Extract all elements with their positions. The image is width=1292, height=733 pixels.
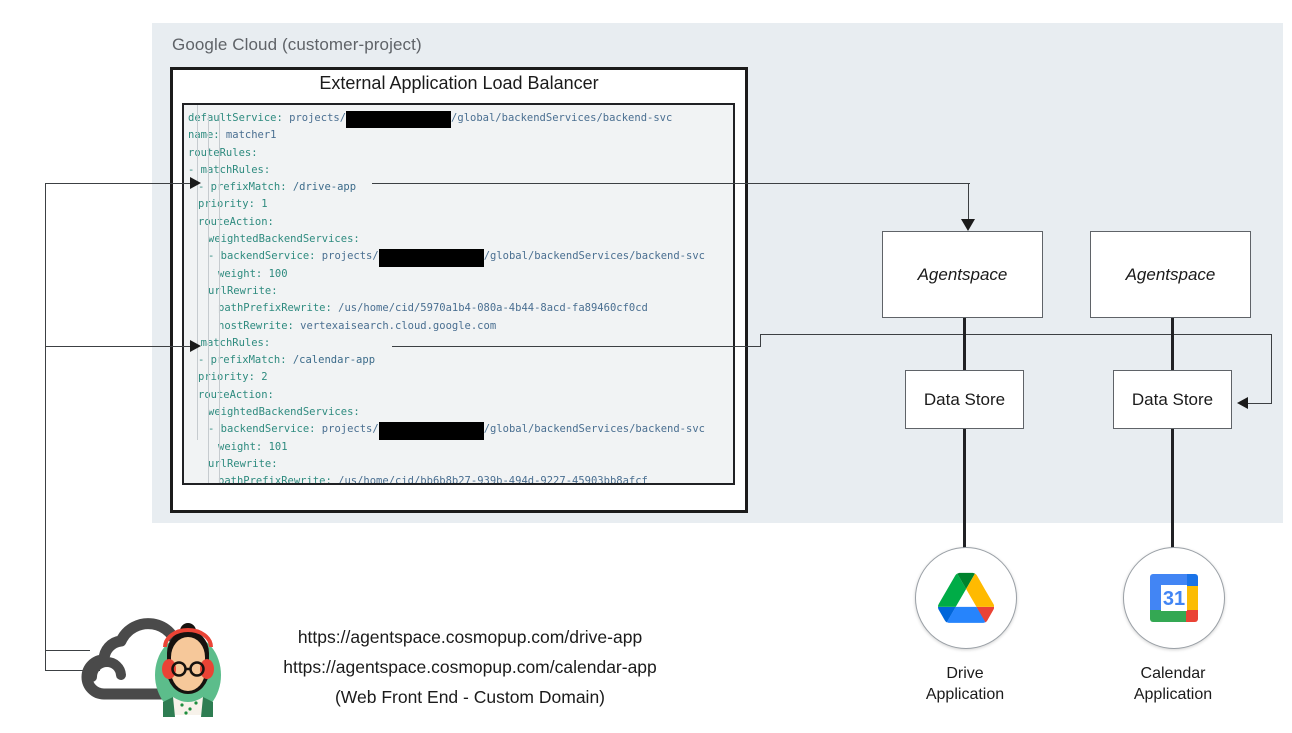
agentspace-calendar-label: Agentspace: [1125, 264, 1216, 284]
frontend-note: (Web Front End - Custom Domain): [334, 687, 606, 707]
google-drive-icon: [938, 572, 994, 623]
datastore-calendar-label: Data Store: [1131, 389, 1214, 409]
connector-calendar-horizontal-in: [45, 346, 194, 348]
yaml-line: priority: 1: [198, 198, 268, 211]
arrowhead-into-agentspace-drive: [961, 219, 975, 231]
datastore-drive-box[interactable]: Data Store: [905, 370, 1024, 429]
calendar-day-number: 31: [1163, 588, 1185, 610]
agentspace-drive-label: Agentspace: [917, 264, 1008, 284]
yaml-line: urlRewrite:: [208, 457, 278, 470]
yaml-line: name: matcher1: [188, 129, 277, 142]
yaml-indent-guide: [208, 357, 209, 483]
connector-drive-to-agentspace-vertical: [968, 183, 970, 223]
arrowhead-into-drive-prefixmatch: [190, 177, 201, 189]
web-front-end-cloud-user: [72, 617, 262, 717]
redacted-project-id: [378, 249, 484, 267]
yaml-lines: defaultService: projects/ /global/backen…: [188, 110, 705, 485]
frontend-url-block: https://agentspace.cosmopup.com/drive-ap…: [255, 622, 685, 712]
connector-datastore-drive-to-app: [963, 429, 967, 549]
drive-application-circle[interactable]: [915, 547, 1017, 649]
yaml-line: pathPrefixRewrite: /us/home/cid/bb6b8b27…: [218, 475, 648, 485]
yaml-indent-guide: [219, 357, 220, 483]
yaml-line: - matchRules:: [188, 336, 271, 349]
redacted-project-id: [346, 111, 452, 129]
drive-application-caption: Drive Application: [875, 663, 1055, 705]
agentspace-calendar-box[interactable]: Agentspace: [1090, 231, 1251, 318]
connector-calendar-step-vertical: [760, 334, 762, 347]
calendar-application-circle[interactable]: 31: [1123, 547, 1225, 649]
connector-drive-horizontal-in: [45, 183, 194, 185]
connector-calendar-into-datastore-horizontal: [1248, 403, 1272, 405]
yaml-line: - backendService: projects/ /global/back…: [188, 248, 705, 267]
yaml-line: routeRules:: [188, 146, 258, 159]
calendar-application-caption: Calendar Application: [1083, 663, 1263, 705]
yaml-line: defaultService: projects/ /global/backen…: [188, 110, 705, 129]
yaml-line: weightedBackendServices:: [208, 233, 360, 246]
yaml-indent-guide: [197, 105, 198, 440]
drive-caption-line2: Application: [925, 686, 1005, 703]
load-balancer-title: External Application Load Balancer: [319, 73, 599, 93]
yaml-line: priority: 2: [198, 371, 268, 384]
agentspace-drive-box[interactable]: Agentspace: [882, 231, 1043, 318]
yaml-line: weight: 100: [218, 267, 288, 280]
yaml-line: - prefixMatch: /drive-app: [198, 181, 357, 194]
calendar-caption-line2: Application: [1133, 686, 1213, 703]
connector-agentspace-calendar-to-datastore: [1171, 318, 1175, 370]
drive-caption-line1: Drive: [946, 665, 984, 682]
yaml-line: routeAction:: [198, 215, 274, 228]
yaml-line: - matchRules:: [188, 163, 271, 176]
connector-agentspace-drive-to-datastore: [963, 318, 967, 370]
yaml-line: routeAction:: [198, 388, 274, 401]
connector-calendar-out-horizontal-2: [760, 334, 1272, 336]
arrowhead-into-datastore-calendar: [1237, 397, 1248, 409]
connector-datastore-calendar-to-app: [1171, 429, 1175, 549]
google-cloud-panel-label: Google Cloud (customer-project): [172, 35, 422, 54]
calendar-caption-line1: Calendar: [1140, 665, 1206, 682]
connector-user-to-cloud-drive: [45, 670, 100, 672]
connector-user-to-cloud-calendar: [45, 650, 90, 652]
google-calendar-icon: 31: [1150, 574, 1198, 622]
connector-calendar-far-right-vertical: [1271, 334, 1273, 404]
connector-user-to-calendar-vertical: [45, 346, 47, 651]
datastore-calendar-box[interactable]: Data Store: [1113, 370, 1232, 429]
url-map-yaml-code-block: defaultService: projects/ /global/backen…: [182, 103, 735, 485]
connector-calendar-out-horizontal-1: [392, 346, 761, 348]
connector-drive-to-agentspace-horizontal: [372, 183, 970, 185]
yaml-indent-guide: [219, 114, 220, 369]
url-drive-app: https://agentspace.cosmopup.com/drive-ap…: [297, 627, 643, 647]
yaml-line: - backendService: projects/ /global/back…: [188, 421, 705, 440]
yaml-line: weightedBackendServices:: [208, 406, 360, 419]
datastore-drive-label: Data Store: [923, 389, 1006, 409]
yaml-line: hostRewrite: vertexaisearch.cloud.google…: [218, 319, 497, 332]
arrowhead-into-calendar-prefixmatch: [190, 340, 201, 352]
redacted-project-id: [378, 422, 484, 440]
yaml-line: weight: 101: [218, 440, 288, 453]
url-calendar-app: https://agentspace.cosmopup.com/calendar…: [283, 657, 657, 677]
yaml-indent-guide: [208, 114, 209, 369]
yaml-line: pathPrefixRewrite: /us/home/cid/5970a1b4…: [218, 302, 648, 315]
yaml-line: - prefixMatch: /calendar-app: [198, 354, 376, 367]
yaml-line: urlRewrite:: [208, 284, 278, 297]
user-avatar-icon: [155, 623, 221, 717]
